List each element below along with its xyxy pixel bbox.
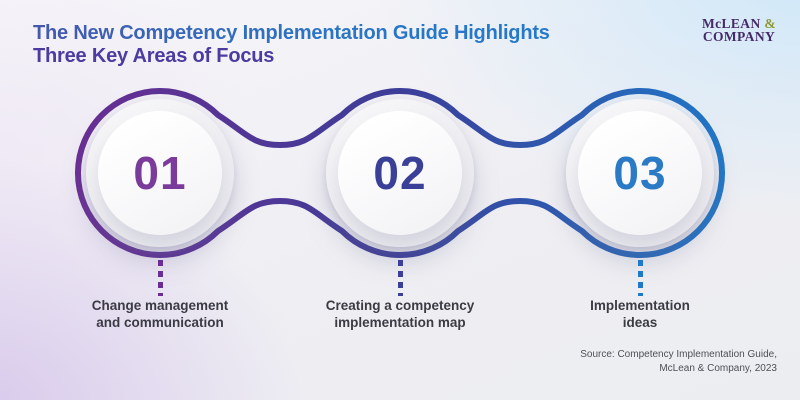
- step-2-number: 02: [373, 147, 427, 199]
- page-title: The New Competency Implementation Guide …: [33, 22, 550, 68]
- step-2-label-line-2: implementation map: [334, 315, 466, 330]
- logo-ampersand: &: [764, 16, 777, 31]
- step-1-connector-dash: [158, 260, 163, 296]
- source-note: Source: Competency Implementation Guide,…: [580, 348, 777, 375]
- company-logo: McLEAN & COMPANY: [698, 16, 780, 44]
- step-1-circle: 01: [86, 99, 234, 247]
- step-3-label-line-1: Implementation: [590, 298, 690, 313]
- step-2-label: Creating a competency implementation map: [290, 297, 510, 331]
- step-1-label: Change management and communication: [50, 297, 270, 331]
- step-2-connector-dash: [398, 260, 403, 296]
- step-1-number: 01: [133, 147, 187, 199]
- source-line-2: McLean & Company, 2023: [659, 362, 777, 374]
- logo-line-1: McLEAN &: [698, 16, 780, 31]
- step-1-label-line-1: Change management: [91, 298, 229, 313]
- logo-mclean-text: McLEAN: [701, 16, 761, 31]
- step-2-circle: 02: [326, 99, 474, 247]
- step-2-circle-inner: 02: [338, 111, 462, 235]
- step-3-circle-inner: 03: [578, 111, 702, 235]
- page-title-line-2: Three Key Areas of Focus: [33, 45, 275, 67]
- step-3-circle: 03: [566, 99, 714, 247]
- step-2-label-line-1: Creating a competency: [325, 298, 475, 313]
- step-3-label: Implementation ideas: [530, 297, 750, 331]
- step-3-connector-dash: [638, 260, 643, 296]
- source-line-1: Source: Competency Implementation Guide,: [580, 349, 777, 360]
- logo-company-text: COMPANY: [702, 29, 776, 44]
- page-title-line-1: The New Competency Implementation Guide …: [33, 22, 550, 44]
- step-1-circle-inner: 01: [98, 111, 222, 235]
- chain-outline-path: [75, 87, 725, 259]
- step-1-label-line-2: and communication: [96, 315, 224, 330]
- step-3-number: 03: [613, 147, 667, 199]
- step-3-label-line-2: ideas: [622, 315, 658, 330]
